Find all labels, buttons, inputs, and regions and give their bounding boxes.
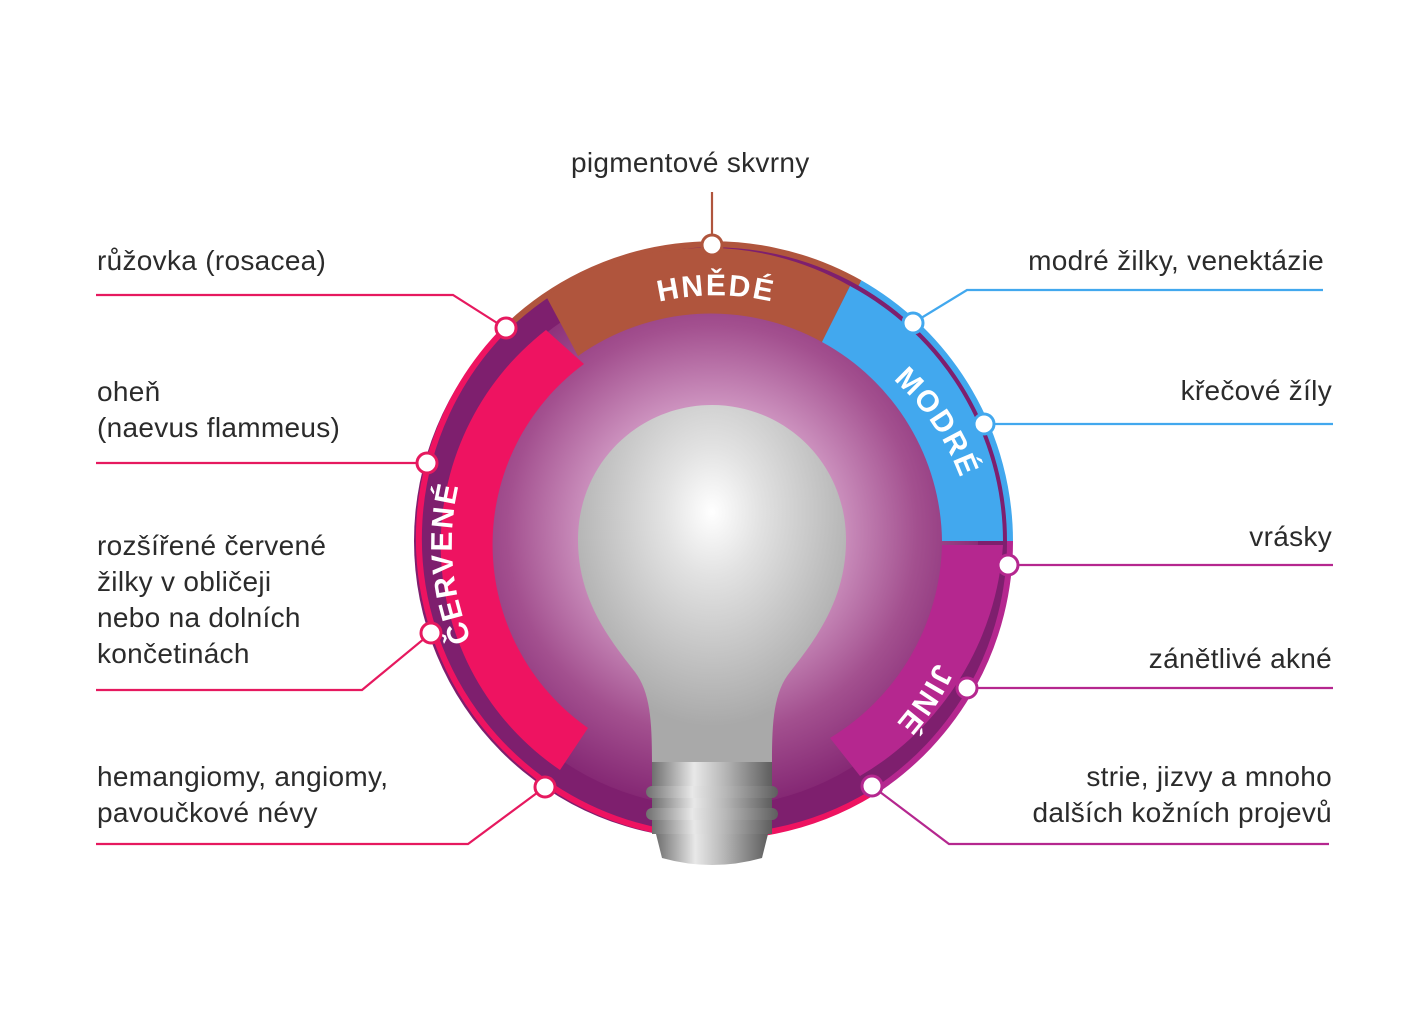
band-hnede — [546, 247, 850, 356]
text-pigment: pigmentové skvrny — [571, 147, 810, 178]
bulb-thread-2 — [646, 808, 778, 820]
text-rozsirene-3: nebo na dolních — [97, 602, 301, 633]
text-strie-2: dalších kožních projevů — [1032, 797, 1332, 828]
connector-modre-zilky — [912, 288, 1323, 324]
label-vrasky: vrásky — [1249, 519, 1332, 555]
bulb-tip — [656, 834, 768, 865]
label-ruzovka: růžovka (rosacea) — [97, 243, 326, 279]
text-modre-zilky: modré žilky, venektázie — [1028, 245, 1324, 276]
light-bulb-icon — [578, 405, 846, 865]
bulb-thread-1 — [646, 786, 778, 798]
dot-akne — [955, 676, 979, 700]
label-hnede: HNĚDÉ — [654, 268, 778, 308]
text-ruzovka: růžovka (rosacea) — [97, 245, 327, 276]
border-blue — [858, 280, 1013, 542]
dot-rozsirene — [419, 621, 443, 645]
marker-dots — [415, 233, 1020, 799]
dot-ohen — [415, 451, 439, 475]
text-vrasky: vrásky — [1249, 521, 1332, 552]
text-rozsirene-2: žilky v obličeji — [97, 566, 272, 597]
text-hemangiomy-1: hemangiomy, angiomy, — [97, 761, 389, 792]
text-ohen-2: (naevus flammeus) — [97, 412, 341, 443]
connector-strie — [871, 785, 1329, 846]
label-pigmentove-skvrny: pigmentové skvrny — [571, 145, 810, 181]
label-krecove-zily: křečové žíly — [1181, 373, 1332, 409]
dot-hemangiomy — [533, 775, 557, 799]
band-cervene — [440, 330, 588, 770]
dot-modre-zilky — [901, 311, 925, 335]
connector-ruzovka — [96, 293, 506, 329]
text-strie-1: strie, jizvy a mnoho — [1086, 761, 1332, 792]
dot-pigment — [700, 233, 724, 257]
connector-lines — [96, 192, 1333, 846]
text-ohen-1: oheň — [97, 376, 161, 407]
text-krecove: křečové žíly — [1180, 375, 1332, 406]
label-strie: strie, jizvy a mnoho dalších kožních pro… — [1032, 759, 1332, 831]
label-akne: zánětlivé akné — [1149, 641, 1332, 677]
bulb-glass — [578, 405, 846, 762]
dot-strie — [860, 774, 884, 798]
text-akne: zánětlivé akné — [1148, 643, 1332, 674]
label-rozsirene: rozšířené červené žilky v obličeji nebo … — [97, 528, 326, 672]
band-modre — [822, 286, 1003, 541]
text-rozsirene-1: rozšířené červené — [97, 530, 327, 561]
dot-krecove — [972, 412, 996, 436]
label-ohen: oheň (naevus flammeus) — [97, 374, 340, 446]
dot-ruzovka — [494, 316, 518, 340]
dot-vrasky — [996, 553, 1020, 577]
border-brown — [503, 241, 862, 331]
connector-hemangiomy — [96, 786, 546, 846]
text-hemangiomy-2: pavoučkové névy — [97, 797, 318, 828]
band-jine — [830, 545, 1003, 776]
connector-rozsirene — [96, 632, 432, 692]
label-modre-zilky: modré žilky, venektázie — [1028, 243, 1324, 279]
label-hemangiomy: hemangiomy, angiomy, pavoučkové névy — [97, 759, 388, 831]
text-rozsirene-4: končetinách — [97, 638, 250, 669]
